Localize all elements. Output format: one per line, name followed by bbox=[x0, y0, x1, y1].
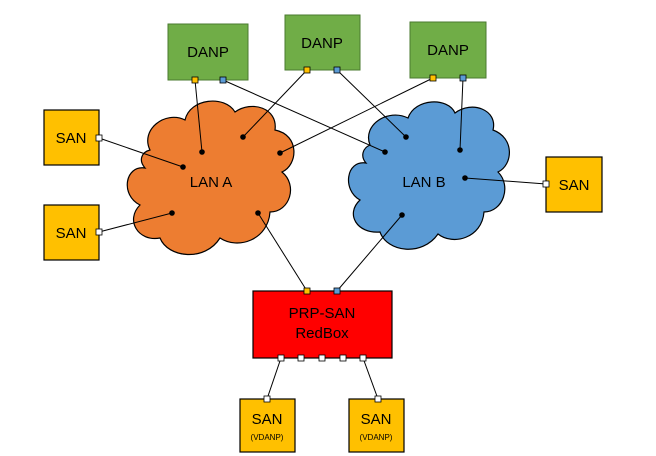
vdanp-1-label: SAN bbox=[252, 411, 283, 428]
san-vdanp-node-2: SAN (VDANP) bbox=[348, 395, 405, 453]
redbox-port-5 bbox=[359, 354, 367, 362]
redbox-port-2 bbox=[297, 354, 305, 362]
danp-label-3: DANP bbox=[427, 42, 469, 59]
vdanp-2-port bbox=[374, 395, 382, 403]
attachment-dots bbox=[169, 134, 468, 218]
danp-label-1: DANP bbox=[187, 44, 229, 61]
vdanp-2-sublabel: (VDANP) bbox=[360, 433, 393, 442]
danp-1-port-a bbox=[191, 76, 199, 84]
danp-node-3: DANP bbox=[409, 21, 487, 82]
lan-a-label: LAN A bbox=[190, 174, 233, 191]
redbox-label-line1: PRP-SAN bbox=[289, 305, 356, 322]
danp-node-1: DANP bbox=[167, 23, 249, 84]
vdanp-2-label: SAN bbox=[361, 411, 392, 428]
danp-3-port-b bbox=[459, 74, 467, 82]
redbox-port-3 bbox=[318, 354, 326, 362]
links bbox=[98, 69, 547, 400]
lan-a-cloud bbox=[126, 100, 295, 256]
san-vdanp-node-1: SAN (VDANP) bbox=[239, 395, 296, 453]
san-left-bottom-port bbox=[95, 228, 103, 236]
vdanp-1-port bbox=[263, 395, 271, 403]
san-left-top-port bbox=[95, 134, 103, 142]
danp-1-port-b bbox=[219, 76, 227, 84]
prp-san-redbox: PRP-SAN RedBox bbox=[252, 287, 393, 362]
danp-2-port-b bbox=[333, 66, 341, 74]
san-label-left-bottom: SAN bbox=[56, 225, 87, 242]
redbox-port-1 bbox=[277, 354, 285, 362]
redbox-port-lan-a bbox=[303, 287, 311, 295]
danp-2-port-a bbox=[303, 66, 311, 74]
redbox-port-4 bbox=[339, 354, 347, 362]
san-node-left-bottom: SAN bbox=[43, 204, 103, 261]
redbox-label-line2: RedBox bbox=[295, 325, 349, 342]
danp-label-2: DANP bbox=[301, 35, 343, 52]
lan-b-cloud bbox=[347, 101, 510, 250]
danp-3-port-a bbox=[429, 74, 437, 82]
vdanp-1-sublabel: (VDANP) bbox=[251, 433, 284, 442]
san-node-right: SAN bbox=[542, 156, 603, 213]
san-node-left-top: SAN bbox=[43, 109, 103, 166]
san-right-port bbox=[542, 180, 550, 188]
redbox-port-lan-b bbox=[333, 287, 341, 295]
danp-node-2: DANP bbox=[284, 14, 361, 74]
san-label-left-top: SAN bbox=[56, 130, 87, 147]
lan-b-label: LAN B bbox=[402, 174, 445, 191]
san-label-right: SAN bbox=[559, 177, 590, 194]
